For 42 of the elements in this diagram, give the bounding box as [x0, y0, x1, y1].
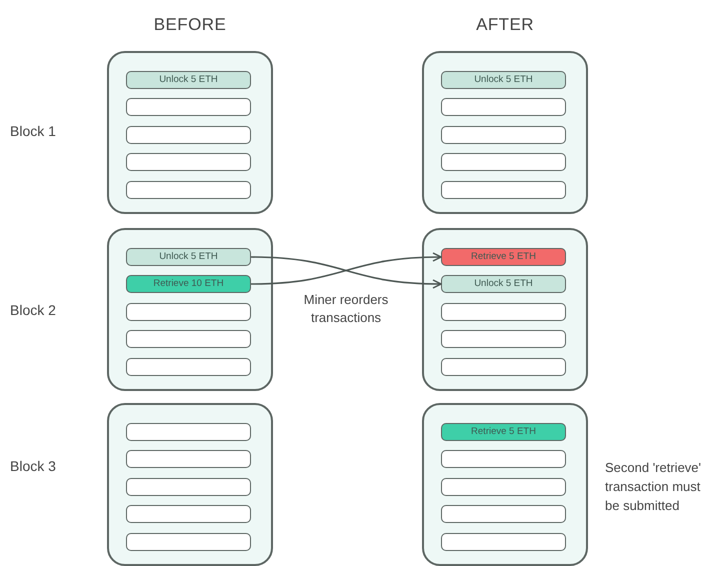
- empty-slot: [126, 98, 251, 116]
- block-panel: [107, 51, 273, 214]
- empty-slot: [441, 358, 566, 376]
- empty-slot: [441, 450, 566, 468]
- transaction-slot: Retrieve 10 ETH: [126, 275, 251, 293]
- column-heading: AFTER: [475, 14, 535, 36]
- transaction-slot: Unlock 5 ETH: [126, 248, 251, 266]
- empty-slot: [441, 533, 566, 551]
- empty-slot: [441, 98, 566, 116]
- empty-slot: [126, 423, 251, 441]
- empty-slot: [441, 181, 566, 199]
- empty-slot: [126, 181, 251, 199]
- transaction-slot: Retrieve 5 ETH: [441, 248, 566, 266]
- empty-slot: [126, 358, 251, 376]
- empty-slot: [126, 478, 251, 496]
- note-text: Second 'retrieve' transaction must be submitted: [605, 459, 702, 515]
- row-label: Block 3: [10, 457, 56, 476]
- transaction-slot: Unlock 5 ETH: [441, 275, 566, 293]
- empty-slot: [126, 153, 251, 171]
- empty-slot: [126, 330, 251, 348]
- transaction-slot: Retrieve 5 ETH: [441, 423, 566, 441]
- empty-slot: [126, 126, 251, 144]
- block-panel: [422, 228, 588, 391]
- empty-slot: [441, 153, 566, 171]
- empty-slot: [126, 533, 251, 551]
- empty-slot: [441, 505, 566, 523]
- empty-slot: [441, 478, 566, 496]
- row-label: Block 1: [10, 122, 56, 141]
- block-panel: [422, 51, 588, 214]
- empty-slot: [441, 126, 566, 144]
- empty-slot: [126, 505, 251, 523]
- transaction-slot: Unlock 5 ETH: [126, 71, 251, 89]
- empty-slot: [126, 303, 251, 321]
- block-panel: [107, 403, 273, 566]
- empty-slot: [126, 450, 251, 468]
- transaction-slot: Unlock 5 ETH: [441, 71, 566, 89]
- block-panel: [422, 403, 588, 566]
- row-label: Block 2: [10, 301, 56, 320]
- column-heading: BEFORE: [152, 14, 228, 36]
- empty-slot: [441, 303, 566, 321]
- block-panel: [107, 228, 273, 391]
- empty-slot: [441, 330, 566, 348]
